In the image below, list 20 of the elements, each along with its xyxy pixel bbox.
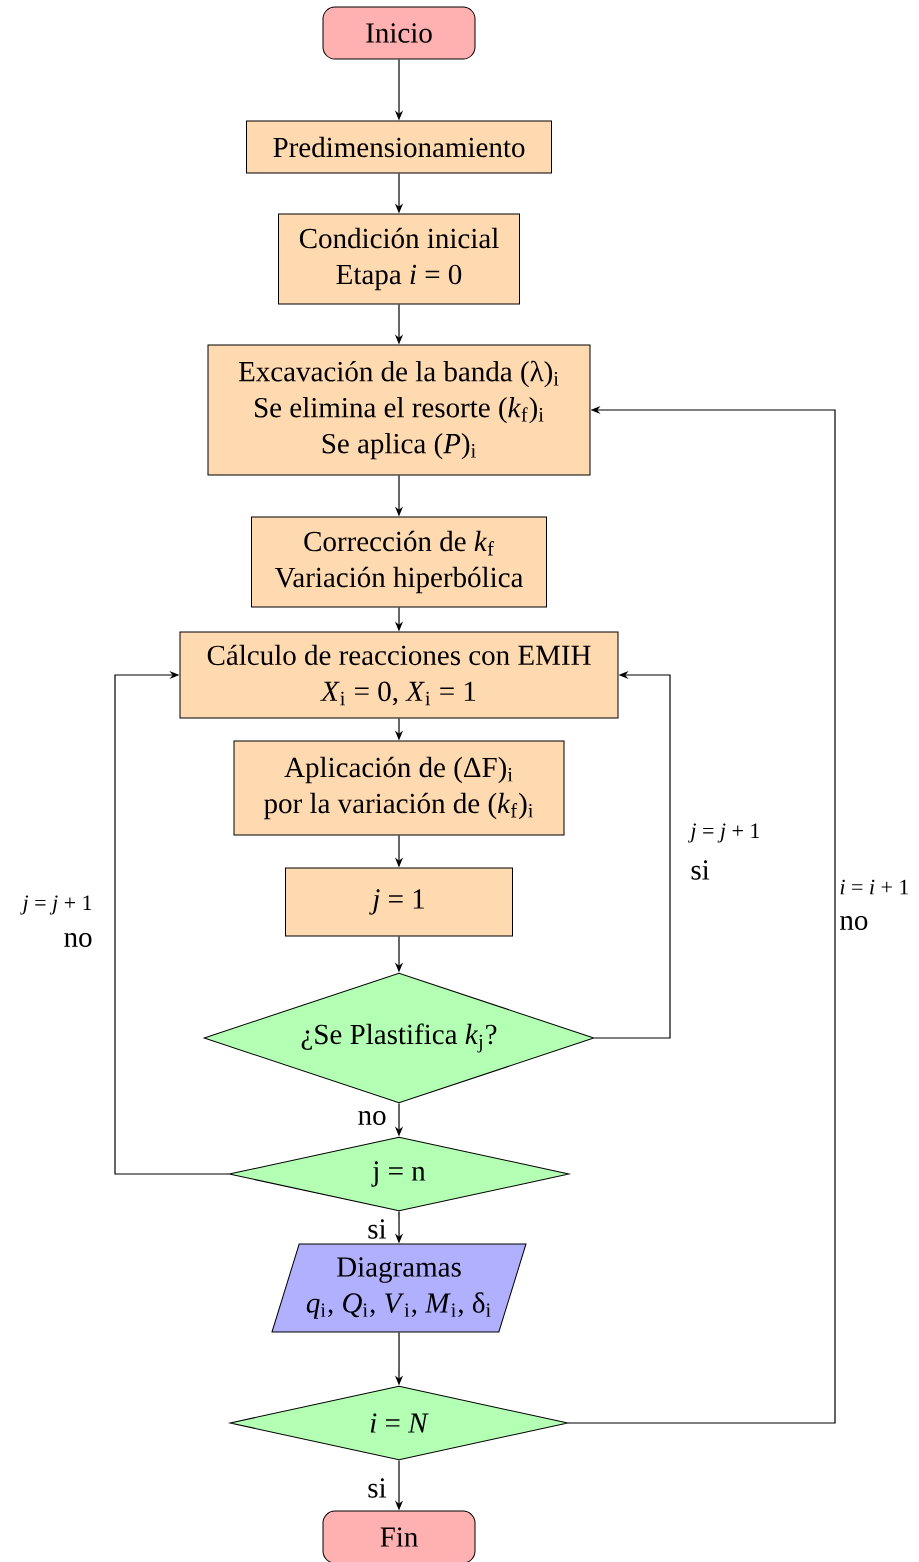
process-box: Aplicación de (ΔF)$_{i}$ por la variación de (k$_{f}$)$_{i}$ [233, 740, 565, 836]
process-box: Corrección de k$_{f}$ Variación hiperbólica [251, 516, 547, 608]
counter-update: j = j + 1 [20, 895, 92, 915]
counter-update: i = i + 1 [840, 879, 909, 895]
edge-label: si [365, 1476, 389, 1500]
edge-label: no [355, 1109, 389, 1127]
counter-update: j = j + 1 [688, 823, 760, 843]
arrow [114, 670, 230, 1175]
process-box: Excavación de la banda (λ)$_{i}$ Se elimina el resorte (k$_{f}$)$_{i}$ Se aplica (P)$_{i}$ [207, 344, 591, 476]
edge-label: no [837, 914, 871, 932]
process-box: Condición inicial Etapa i = 0 [278, 213, 520, 305]
process-box: Predimensionamiento [246, 120, 552, 174]
data-parallelogram: Diagramas q$_{i}$, Q$_{i}$, V$_{i}$, M$_{i}$, δ$_{i}$ [271, 1243, 527, 1333]
terminal-box: Inicio [322, 6, 476, 60]
terminal-box: Fin [322, 1510, 476, 1562]
process-box: j = 1 [285, 867, 513, 937]
edge-label: si [688, 858, 712, 882]
edge-label: si [365, 1217, 389, 1241]
edge-label: no [61, 931, 95, 949]
process-box: Cálculo de reacciones con EMIH X$_{i}$ = 0, X$_{i}$ = 1 [179, 631, 619, 719]
